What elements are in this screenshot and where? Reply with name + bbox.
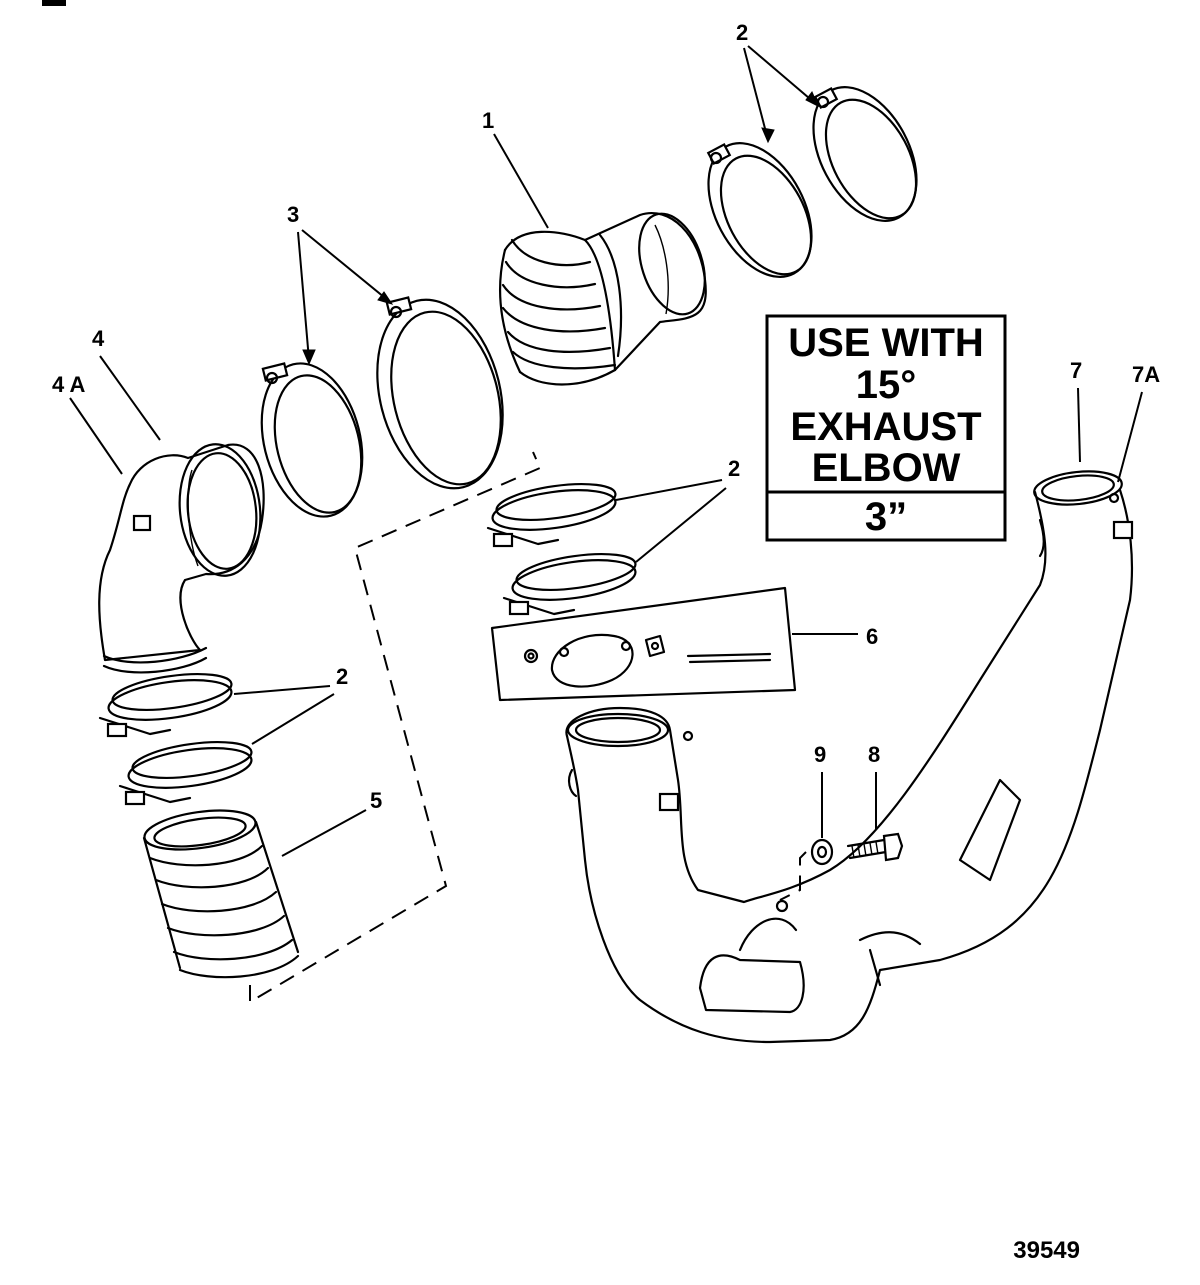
- callout-2-middle-leader-a: [615, 479, 723, 501]
- callout-2-left-leader-a: [233, 685, 331, 695]
- callout-2-left-leader-b: [251, 693, 335, 745]
- part-4-exhaust-elbow: [98, 443, 265, 674]
- callout-5-leader: [281, 809, 367, 857]
- note-line-1: USE WITH: [788, 321, 984, 365]
- callout-7-leader: [1077, 387, 1081, 463]
- callout-2-upper-leader-b: [747, 45, 817, 105]
- part-2-left-hose-clamps: [98, 672, 253, 806]
- callout-2-middle-leader-b: [635, 487, 727, 563]
- callout-7a: 7A: [1132, 362, 1160, 387]
- part-6-gasket-plate: [490, 586, 797, 702]
- part-5-coupler-hose: [142, 809, 300, 979]
- callout-5: 5: [370, 788, 382, 813]
- part-3-hose-clamps: [260, 296, 504, 518]
- note-line-3: EXHAUST: [790, 405, 981, 449]
- callout-3-leader-b: [301, 229, 391, 303]
- part-7-exhaust-pipe: [565, 470, 1134, 1044]
- part-9-washer: [779, 838, 834, 901]
- callout-3: 3: [287, 202, 299, 227]
- callout-7: 7: [1070, 358, 1082, 383]
- callout-4: 4: [92, 326, 105, 351]
- assembly-dashed-line: [249, 451, 542, 1004]
- callout-2-left: 2: [336, 664, 348, 689]
- callout-1: 1: [482, 108, 494, 133]
- callout-6: 6: [866, 624, 878, 649]
- figure-number: 39549: [1013, 1237, 1080, 1264]
- callout-2-upper-leader: [743, 47, 769, 141]
- callout-4a-leader: [69, 397, 123, 475]
- callout-8: 8: [868, 742, 880, 767]
- callout-1-leader: [493, 133, 549, 229]
- note-line-4: ELBOW: [812, 446, 961, 490]
- callout-7a-leader: [1117, 391, 1143, 483]
- part-2-upper-hose-clamps: [706, 86, 918, 278]
- note-box: USE WITH 15° EXHAUST ELBOW 3”: [765, 314, 1007, 542]
- corner-mark: [42, 0, 66, 6]
- part-1-exhaust-bellows: [498, 212, 707, 386]
- note-line-2: 15°: [856, 363, 917, 407]
- callout-9: 9: [814, 742, 826, 767]
- part-8-bolt: [846, 832, 904, 862]
- note-size: 3”: [865, 495, 907, 539]
- callout-4-leader: [99, 355, 161, 441]
- callout-2-middle: 2: [728, 456, 740, 481]
- callout-3-leader-a: [297, 231, 310, 361]
- callout-4a: 4 A: [52, 372, 86, 397]
- part-2-middle-hose-clamps: [486, 482, 637, 616]
- callout-2-upper: 2: [736, 20, 748, 45]
